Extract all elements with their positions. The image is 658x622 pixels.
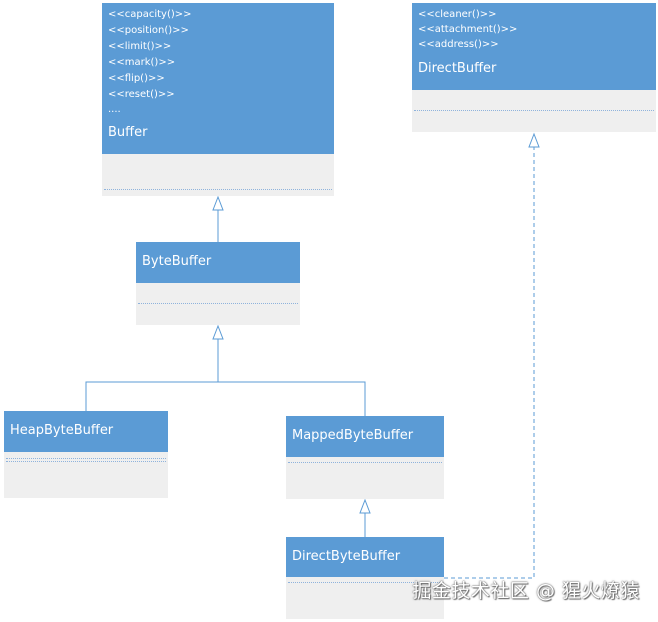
class-bytebuffer-body [136,283,300,325]
class-buffer-compartment-divider [104,189,332,190]
class-bytebuffer-name: ByteBuffer [142,254,212,269]
directbuffer-method-attachment: <<attachment()>> [418,24,518,35]
realization-arrowhead-directbuffer [528,132,540,148]
class-directbytebuffer-header: DirectByteBuffer [286,537,444,577]
class-bytebuffer[interactable]: ByteBuffer [136,242,300,325]
generalization-arrowhead-buffer [212,195,224,211]
class-mappedbytebuffer-name: MappedByteBuffer [292,428,414,443]
class-directbytebuffer-body [286,577,444,619]
class-mappedbytebuffer[interactable]: MappedByteBuffer [286,416,444,499]
class-bytebuffer-header: ByteBuffer [136,242,300,283]
buffer-method-position: <<position()>> [108,25,189,36]
buffer-method-limit: <<limit()>> [108,41,172,52]
directbuffer-method-address: <<address()>> [418,39,499,50]
class-buffer-header: <<capacity()>> <<position()>> <<limit()>… [102,3,334,154]
buffer-method-flip: <<flip()>> [108,73,165,84]
class-buffer-name: Buffer [108,125,148,140]
realization-line-directbytebuffer-to-directbuffer [444,147,535,579]
class-directbytebuffer-compartment-divider [288,582,442,583]
class-mappedbytebuffer-header: MappedByteBuffer [286,416,444,457]
buffer-method-ellipsis: .... [108,104,121,115]
generalization-arrowhead-mappedbytebuffer [359,498,371,514]
class-mappedbytebuffer-body [286,457,444,499]
generalization-line-mappedbytebuffer-to-bytebuffer [218,381,366,416]
class-directbuffer-body [412,90,656,132]
class-buffer-body [102,154,334,196]
class-bytebuffer-compartment-divider [138,303,298,304]
buffer-method-mark: <<mark()>> [108,57,176,68]
buffer-method-reset: <<reset()>> [108,89,175,100]
class-buffer[interactable]: <<capacity()>> <<position()>> <<limit()>… [102,3,334,196]
class-heapbytebuffer-body [4,452,168,498]
class-heapbytebuffer[interactable]: HeapByteBuffer [4,411,168,498]
class-heapbytebuffer-compartment-divider-1 [6,458,166,459]
generalization-arrowhead-bytebuffer [212,324,224,340]
class-mappedbytebuffer-compartment-divider [288,462,442,463]
directbuffer-method-cleaner: <<cleaner()>> [418,9,497,20]
class-directbuffer[interactable]: <<cleaner()>> <<attachment()>> <<address… [412,3,656,132]
class-directbuffer-name: DirectBuffer [418,61,497,76]
class-directbuffer-header: <<cleaner()>> <<attachment()>> <<address… [412,3,656,90]
class-heapbytebuffer-header: HeapByteBuffer [4,411,168,452]
class-directbuffer-compartment-divider [414,110,654,111]
class-heapbytebuffer-name: HeapByteBuffer [10,423,114,438]
watermark-text: 掘金技术社区 @ 猩火燎猿 [412,580,640,602]
class-heapbytebuffer-compartment-divider-2 [6,461,166,462]
generalization-line-heapbytebuffer-to-bytebuffer [85,339,219,411]
buffer-method-capacity: <<capacity()>> [108,9,192,20]
class-directbytebuffer-name: DirectByteBuffer [292,549,401,564]
class-directbytebuffer[interactable]: DirectByteBuffer [286,537,444,619]
